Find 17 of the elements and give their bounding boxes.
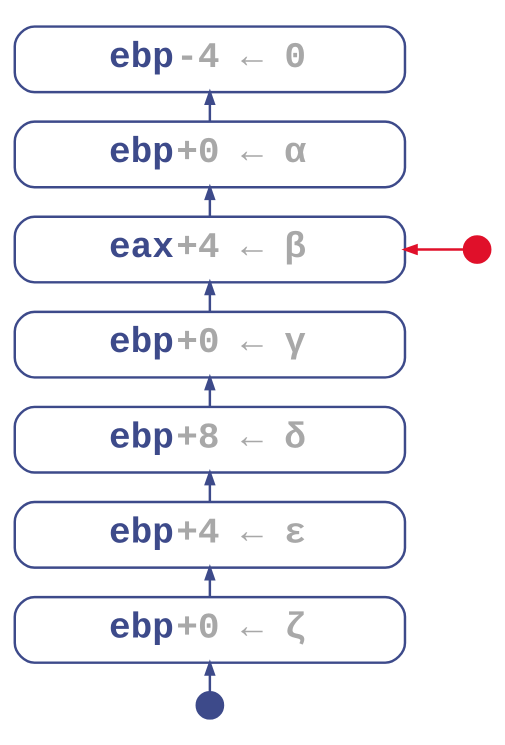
node-box: ebp-4 ← 0	[14, 25, 406, 94]
arrow	[204, 88, 216, 122]
arrow	[204, 374, 216, 406]
node-box: ebp+4 ← ε	[14, 500, 406, 569]
arrow	[204, 184, 216, 216]
node-box: ebp+0 ← α	[14, 120, 406, 188]
node-box: eax+4 ← β	[14, 216, 406, 284]
arrow	[401, 244, 464, 256]
arrow	[204, 278, 216, 312]
arrow	[204, 564, 216, 597]
node-circle	[462, 235, 492, 264]
node-box: ebp+0 ← ζ	[14, 596, 406, 664]
node-circle	[196, 690, 224, 720]
arrow	[204, 659, 216, 692]
node-box: ebp+8 ← δ	[14, 406, 406, 474]
node-box: ebp+0 ← γ	[14, 310, 406, 379]
arrow	[204, 468, 216, 502]
